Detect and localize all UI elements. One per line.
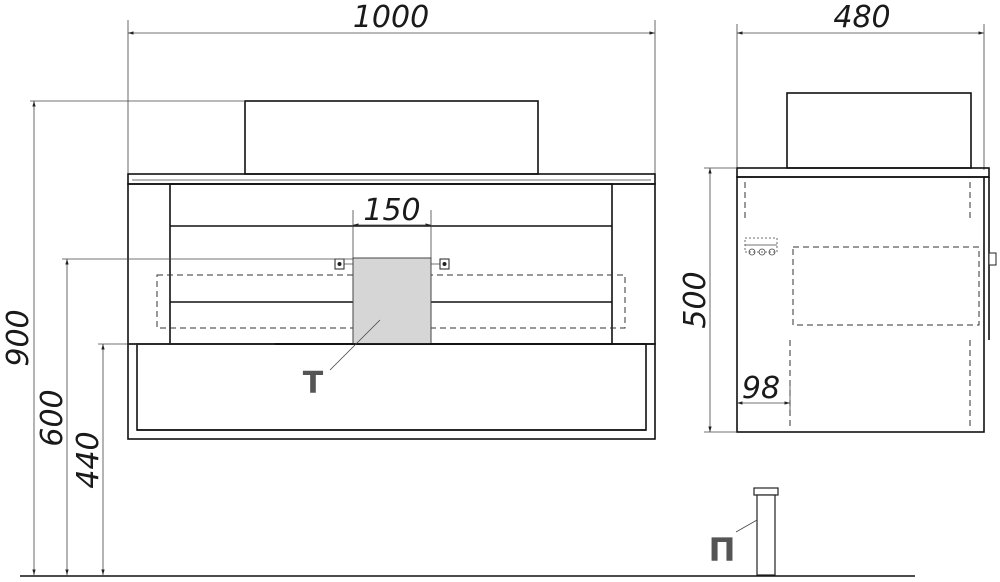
- side-view: 480 500 98: [678, 0, 997, 433]
- pipe-cutout: 150: [334, 193, 450, 345]
- trap-box: [352, 257, 432, 345]
- drawer-height-value: 440: [71, 431, 106, 488]
- drain-pipe: П: [709, 487, 779, 576]
- total-height-value: 900: [1, 309, 36, 366]
- side-offset-value: 98: [742, 371, 780, 406]
- basin: [244, 100, 539, 175]
- height-dimensions: 900 600 440: [1, 100, 353, 575]
- drawer: [127, 343, 656, 440]
- drain-label: П: [709, 531, 736, 569]
- side-cabinet: [736, 176, 985, 433]
- side-height-value: 500: [678, 271, 713, 328]
- cutout-width-value: 150: [363, 193, 420, 228]
- side-basin: [786, 92, 972, 169]
- trap-label: T: [303, 366, 324, 401]
- outlet-height-value: 600: [35, 389, 70, 446]
- width-value: 1000: [353, 0, 429, 35]
- countertop: [127, 173, 656, 185]
- side-countertop: [736, 167, 990, 178]
- front-view: 1000 150: [127, 0, 656, 440]
- valve-detail: [744, 237, 778, 256]
- width-dimension: 1000: [127, 0, 656, 175]
- depth-value: 480: [833, 0, 890, 35]
